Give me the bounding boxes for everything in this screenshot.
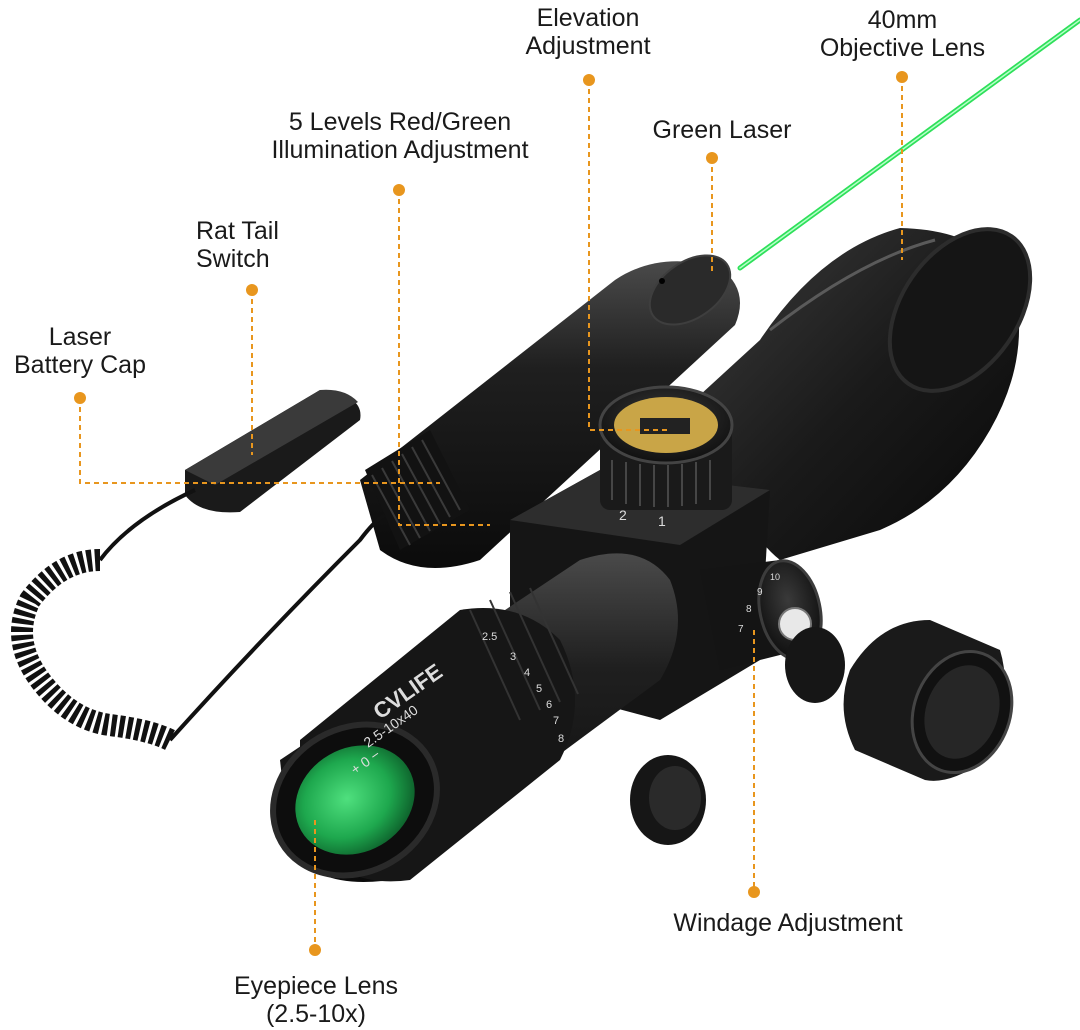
callout-illumination-line2: Illumination Adjustment xyxy=(271,136,529,164)
eyepiece-lens xyxy=(270,721,440,879)
wind-mark-3: 7 xyxy=(738,624,744,635)
callout-illumination: 5 Levels Red/Green Illumination Adjustme… xyxy=(240,108,560,164)
elevation-turret xyxy=(598,385,734,510)
callout-elevation: Elevation Adjustment xyxy=(500,4,676,60)
elev-mark-0: 2 xyxy=(619,507,627,523)
rat-tail-switch xyxy=(11,389,386,750)
mag-mark-3: 5 xyxy=(536,683,542,695)
callout-objective: 40mm Objective Lens xyxy=(800,6,1005,62)
elev-mark-1: 1 xyxy=(658,513,666,529)
mag-mark-0: 2.5 xyxy=(482,631,497,643)
callout-rat-tail: Rat Tail Switch xyxy=(196,217,316,273)
callout-green-laser-line1: Green Laser xyxy=(652,116,792,144)
callout-illumination-line1: 5 Levels Red/Green xyxy=(288,108,512,136)
wind-mark-0: 10 xyxy=(770,572,780,582)
callout-objective-line2: Objective Lens xyxy=(819,34,986,62)
mag-mark-4: 6 xyxy=(546,699,552,711)
callout-eyepiece-line1: Eyepiece Lens xyxy=(233,972,398,1000)
objective-bell xyxy=(700,227,1033,560)
callout-eyepiece-line2: (2.5-10x) xyxy=(265,1000,367,1028)
callout-eyepiece: Eyepiece Lens (2.5-10x) xyxy=(210,972,422,1028)
callout-windage: Windage Adjustment xyxy=(648,909,928,937)
mag-mark-2: 4 xyxy=(524,667,530,679)
callout-elevation-line2: Adjustment xyxy=(525,32,651,60)
lens-cap xyxy=(843,620,1014,781)
callout-dots xyxy=(74,71,908,956)
callout-rat-tail-line2: Switch xyxy=(196,245,270,273)
callout-battery-cap-line2: Battery Cap xyxy=(13,351,146,379)
callout-elevation-line1: Elevation xyxy=(536,4,640,32)
callout-windage-line1: Windage Adjustment xyxy=(673,909,903,937)
wind-mark-2: 8 xyxy=(746,604,752,615)
windage-turret xyxy=(700,559,823,670)
mag-mark-6: 8 xyxy=(558,733,564,745)
callout-battery-cap: Laser Battery Cap xyxy=(0,323,160,379)
leader-lines xyxy=(79,77,903,950)
mag-mark-5: 7 xyxy=(553,715,559,727)
wind-mark-1: 9 xyxy=(757,587,763,598)
callout-rat-tail-line1: Rat Tail xyxy=(196,217,279,245)
mag-mark-1: 3 xyxy=(510,651,516,663)
callout-green-laser: Green Laser xyxy=(632,116,812,144)
callout-objective-line1: 40mm xyxy=(867,6,938,34)
callout-battery-cap-line1: Laser xyxy=(48,323,112,351)
laser-module xyxy=(360,254,740,568)
mount-knobs xyxy=(630,627,845,845)
